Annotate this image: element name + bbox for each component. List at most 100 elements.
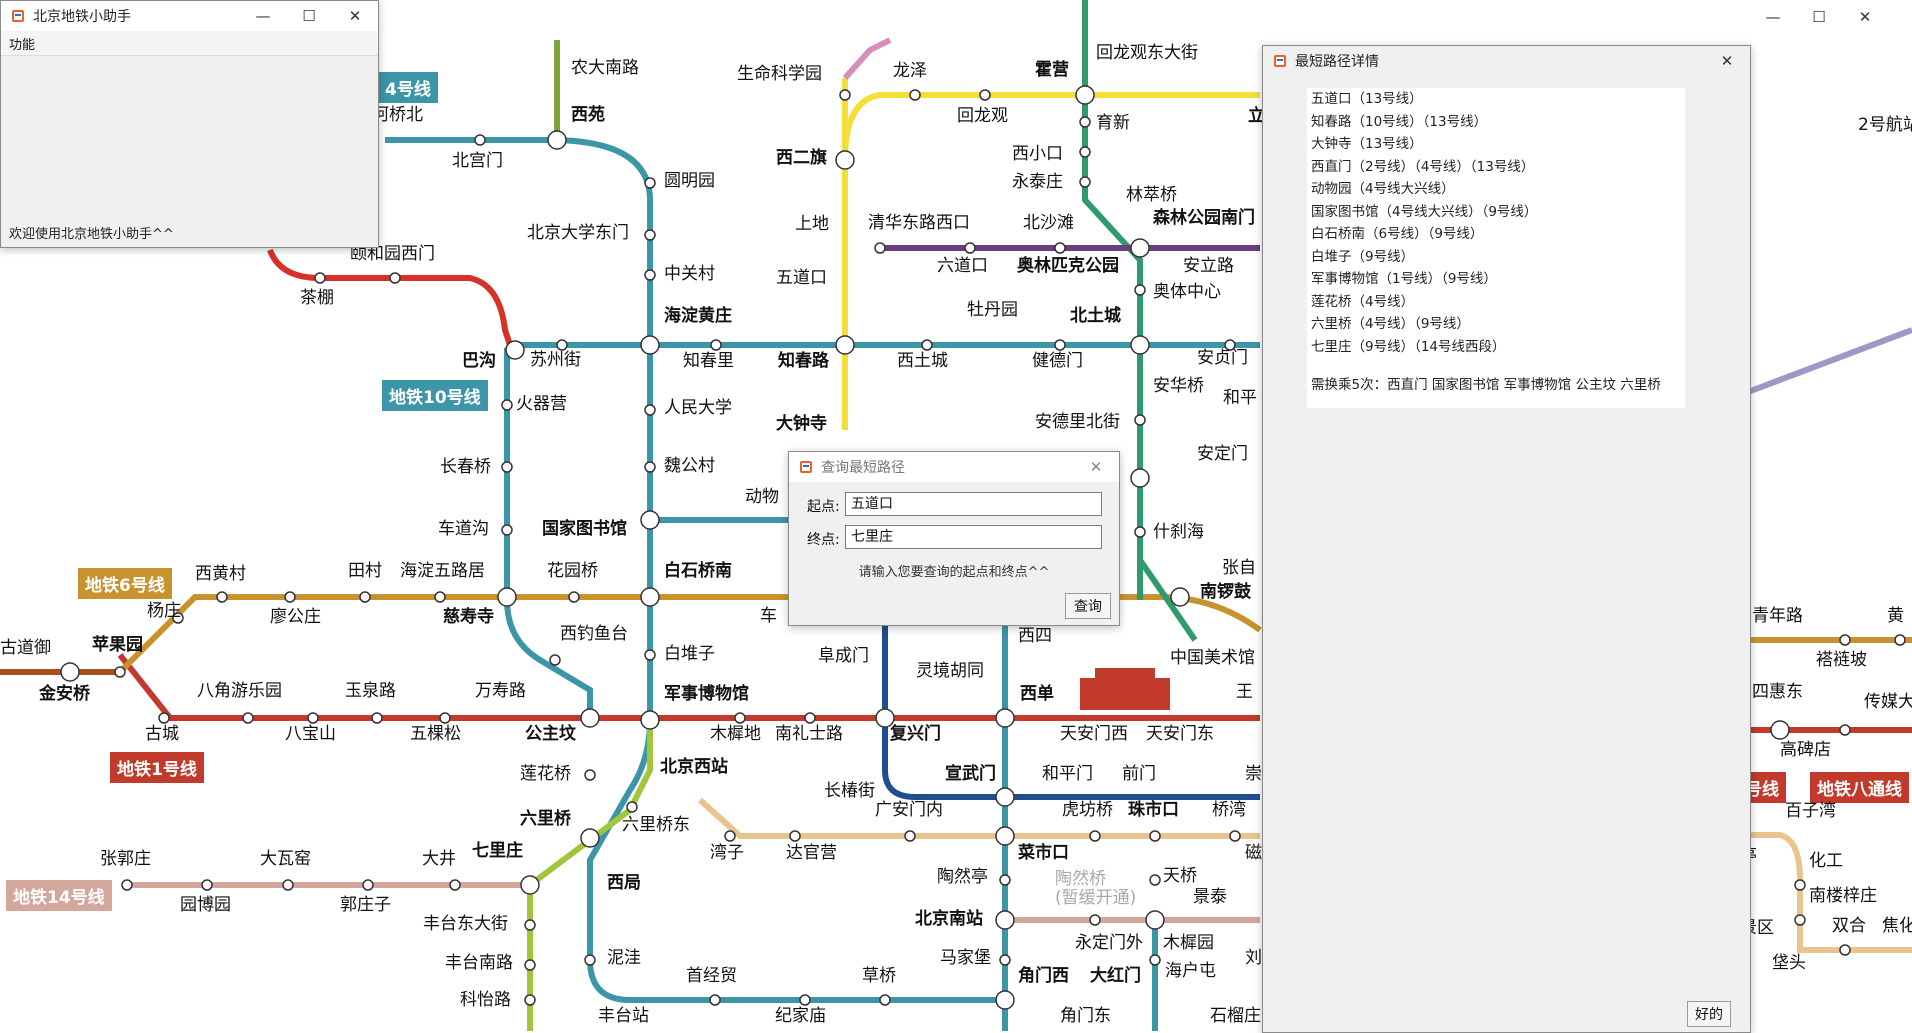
ok-button[interactable]: 好的 bbox=[1687, 1001, 1731, 1027]
station-label: 首经贸 bbox=[686, 966, 737, 986]
station-label: 古道御 bbox=[0, 638, 51, 658]
station-label: 五棵松 bbox=[410, 724, 461, 744]
line-tag-6: 地铁6号线 bbox=[78, 568, 172, 599]
query-dialog-close-button[interactable]: ✕ bbox=[1089, 458, 1103, 476]
station-label: 古城 bbox=[145, 724, 179, 744]
station-label: 茶棚 bbox=[300, 288, 334, 308]
station-label: 丰台东大街 bbox=[423, 914, 508, 934]
java-app-icon bbox=[10, 8, 26, 24]
line-tag-10: 地铁10号线 bbox=[382, 380, 488, 411]
station-label: 大钟寺 bbox=[776, 414, 827, 434]
station-label: 湾子 bbox=[710, 843, 744, 863]
station-label: 安德里北街 bbox=[1035, 412, 1120, 432]
query-dialog-title: 查询最短路径 bbox=[821, 460, 905, 476]
station-label: 六里桥东 bbox=[622, 815, 690, 835]
station-label: 2号航站 bbox=[1858, 115, 1912, 135]
station-label: 海户屯 bbox=[1165, 961, 1216, 981]
station-label: 圆明园 bbox=[664, 171, 715, 191]
station-label: 王 bbox=[1236, 682, 1253, 702]
station-label: 廖公庄 bbox=[270, 607, 321, 627]
menu-function[interactable]: 功能 bbox=[9, 37, 36, 53]
station-label: 魏公村 bbox=[664, 456, 715, 476]
close-button[interactable]: ✕ bbox=[348, 7, 362, 25]
main-window-title: 北京地铁小助手 bbox=[33, 9, 131, 25]
start-input[interactable]: 五道口 bbox=[845, 492, 1102, 516]
start-label: 起点: bbox=[807, 499, 840, 515]
station-label: 什刹海 bbox=[1153, 522, 1204, 542]
end-label: 终点: bbox=[807, 532, 840, 548]
end-input[interactable]: 七里庄 bbox=[845, 525, 1102, 549]
station-label: 河桥北 bbox=[372, 105, 423, 125]
station-label: 长椿街 bbox=[824, 781, 875, 801]
station-label: 郭庄子 bbox=[340, 895, 391, 915]
route-step: 大钟寺（13号线） bbox=[1311, 136, 1423, 152]
maximize-button[interactable]: ☐ bbox=[302, 7, 316, 25]
station-label: 永定门外 bbox=[1075, 933, 1143, 953]
map-close-button[interactable]: ✕ bbox=[1858, 8, 1872, 26]
route-detail-window: 最短路径详情 ✕ 五道口（13号线）知春路（10号线）（13号线）大钟寺（13号… bbox=[1262, 45, 1751, 1033]
station-label: 磁 bbox=[1245, 843, 1262, 863]
station-label: 大瓦窑 bbox=[260, 849, 311, 869]
station-label: 火器营 bbox=[516, 394, 567, 414]
route-text-area[interactable]: 五道口（13号线）知春路（10号线）（13号线）大钟寺（13号线）西直门（2号线… bbox=[1307, 88, 1685, 408]
station-label: 中关村 bbox=[664, 264, 715, 284]
query-dialog-titlebar[interactable]: 查询最短路径 ✕ bbox=[789, 452, 1119, 482]
station-label: 海淀黄庄 bbox=[664, 306, 732, 326]
station-label: 健德门 bbox=[1032, 351, 1083, 371]
minimize-button[interactable]: — bbox=[255, 7, 271, 25]
station-label: 草桥 bbox=[862, 966, 896, 986]
station-label: 牡丹园 bbox=[967, 300, 1018, 320]
station-label: 北京大学东门 bbox=[527, 223, 629, 243]
station-label: 园博园 bbox=[180, 895, 231, 915]
station-label: 五道口 bbox=[776, 268, 827, 288]
station-label: 景泰 bbox=[1193, 887, 1227, 907]
station-label: 八宝山 bbox=[285, 724, 336, 744]
station-label: 知春路 bbox=[778, 351, 829, 371]
station-label: 南锣鼓 bbox=[1200, 582, 1251, 602]
map-maximize-button[interactable]: ☐ bbox=[1812, 8, 1826, 26]
route-window-titlebar[interactable]: 最短路径详情 ✕ bbox=[1263, 46, 1750, 76]
station-label: 上地 bbox=[795, 214, 829, 234]
station-label: 褡裢坡 bbox=[1816, 650, 1867, 670]
station-label: 永泰庄 bbox=[1012, 172, 1063, 192]
station-label: 木樨地 bbox=[710, 724, 761, 744]
station-label: 知春里 bbox=[683, 351, 734, 371]
query-button[interactable]: 查询 bbox=[1065, 593, 1111, 619]
route-step: 六里桥（4号线）（9号线） bbox=[1311, 316, 1470, 332]
station-label: 木樨园 bbox=[1163, 933, 1214, 953]
station-label: 桥湾 bbox=[1212, 800, 1246, 820]
station-label: 复兴门 bbox=[890, 724, 941, 744]
station-label: 双合 bbox=[1832, 916, 1866, 936]
station-label: 森林公园南门 bbox=[1153, 208, 1255, 228]
line-tag-14: 地铁14号线 bbox=[6, 880, 112, 911]
main-window: 北京地铁小助手 — ☐ ✕ 功能 欢迎使用北京地铁小助手^^ bbox=[0, 0, 379, 248]
station-label: 巴沟 bbox=[462, 351, 496, 371]
station-label: 灵境胡同 bbox=[916, 661, 984, 681]
station-label: 龙泽 bbox=[893, 61, 927, 81]
route-step: 军事博物馆（1号线）（9号线） bbox=[1311, 271, 1497, 287]
station-label: 玉泉路 bbox=[345, 681, 396, 701]
route-window-close-button[interactable]: ✕ bbox=[1720, 52, 1734, 70]
station-label: 金安桥 bbox=[39, 684, 90, 704]
map-minimize-button[interactable]: — bbox=[1765, 8, 1781, 26]
station-label: 崇 bbox=[1245, 764, 1262, 784]
query-dialog: 查询最短路径 ✕ 起点: 五道口 终点: 七里庄 请输入您要查询的起点和终点^^… bbox=[788, 451, 1120, 626]
station-label: 奥体中心 bbox=[1153, 282, 1221, 302]
station-label: 中国美术馆 bbox=[1170, 648, 1255, 668]
route-step: 知春路（10号线）（13号线） bbox=[1311, 113, 1488, 130]
station-label: 回龙观 bbox=[957, 106, 1008, 126]
route-step: 白堆子（9号线） bbox=[1311, 248, 1415, 265]
station-label: 安立路 bbox=[1183, 256, 1234, 276]
station-label: 慈寿寺 bbox=[443, 607, 494, 627]
station-label: 前门 bbox=[1122, 764, 1156, 784]
station-label: (暂缓开通) bbox=[1055, 888, 1137, 908]
station-label: 安贞门 bbox=[1197, 348, 1248, 368]
station-label: 清华东路西口 bbox=[868, 213, 970, 233]
station-label: 杨庄 bbox=[147, 601, 181, 621]
main-window-titlebar[interactable]: 北京地铁小助手 — ☐ ✕ bbox=[1, 1, 378, 31]
station-label: 西四 bbox=[1018, 626, 1052, 646]
station-label: 西局 bbox=[607, 873, 641, 893]
line-tag-batong: 地铁八通线 bbox=[1810, 772, 1909, 803]
route-step: 白石桥南（6号线）（9号线） bbox=[1311, 226, 1484, 242]
